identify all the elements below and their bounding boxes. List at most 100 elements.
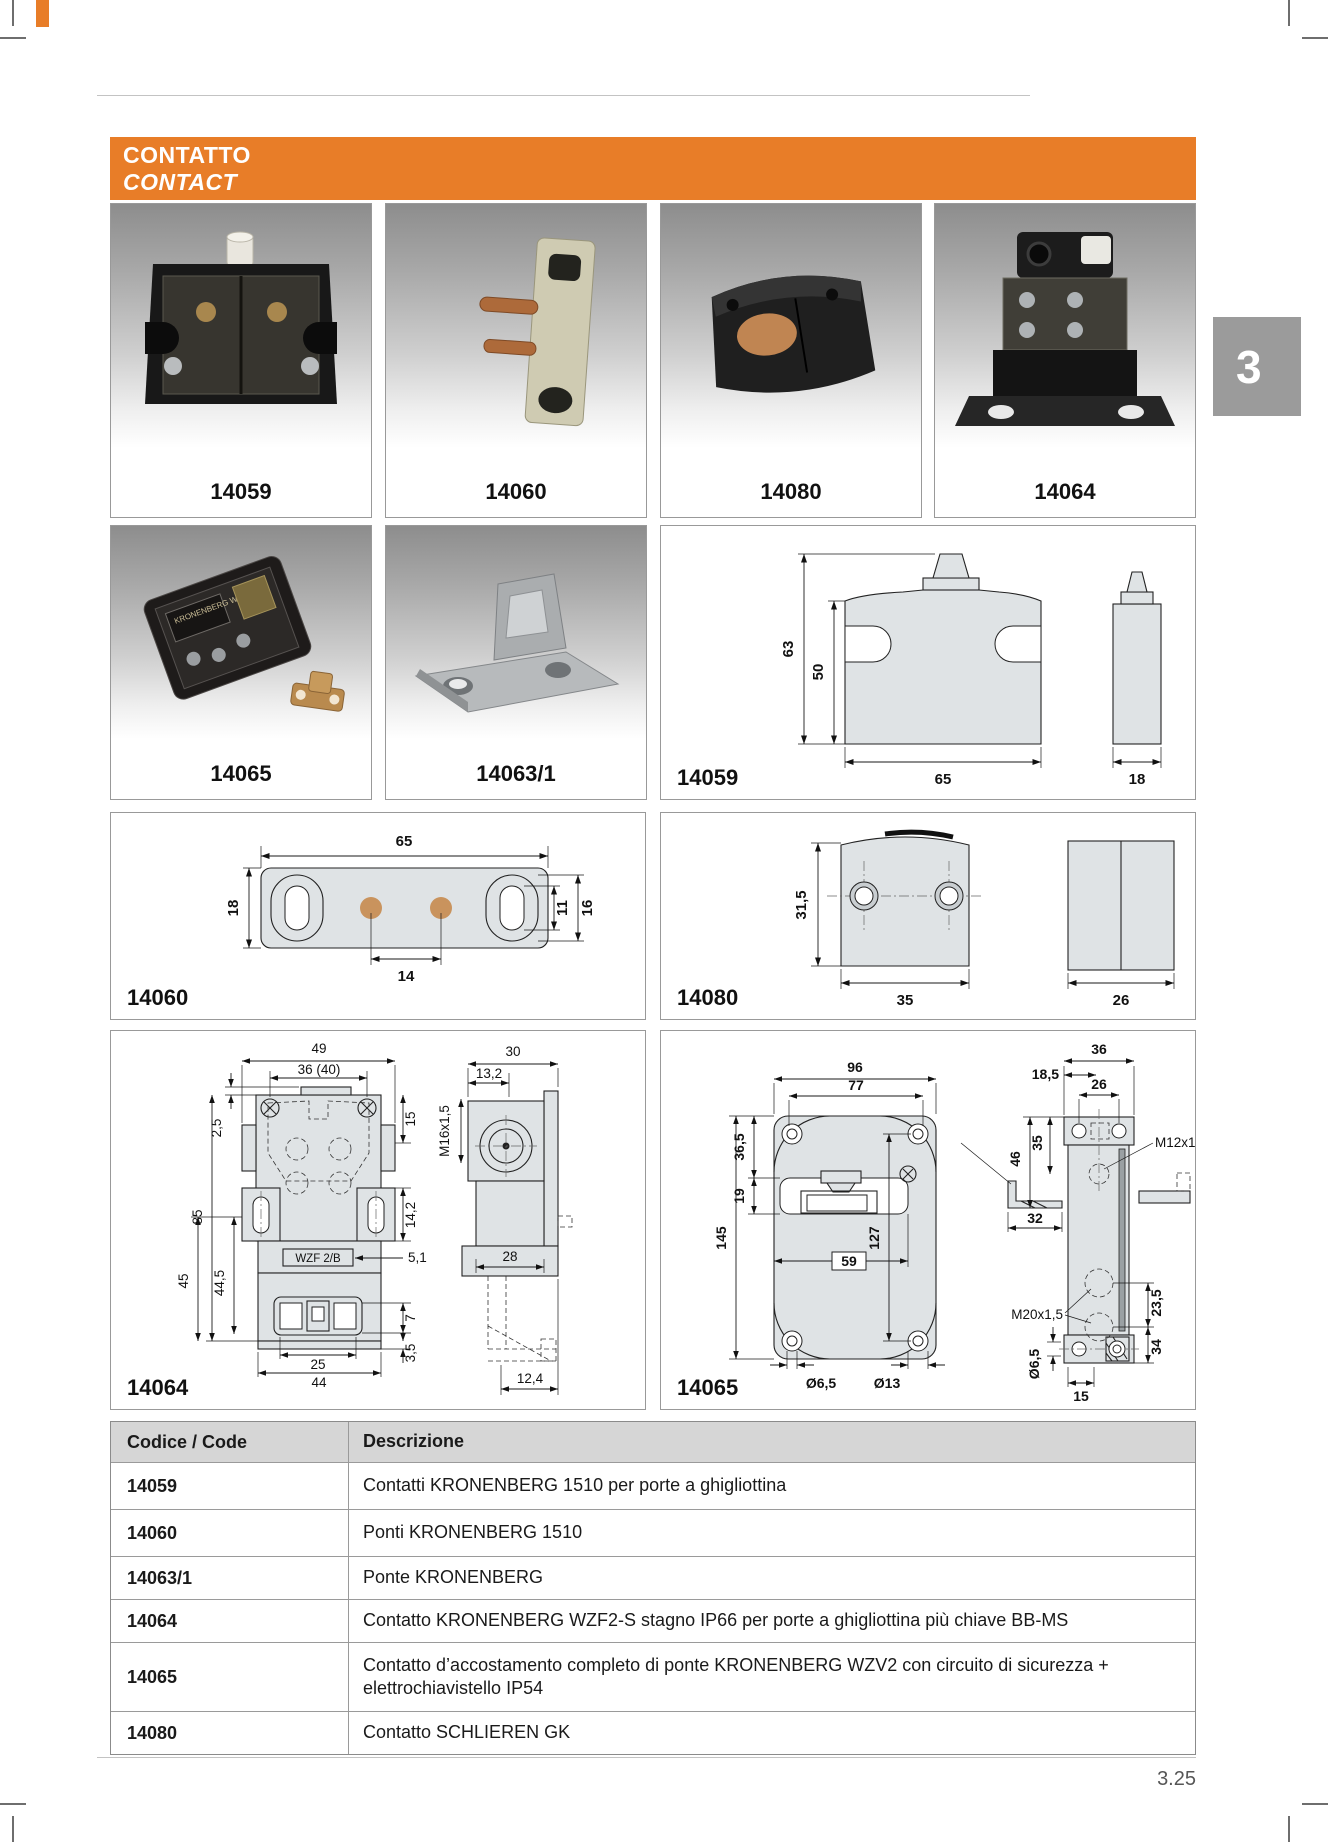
chapter-number: 3 (1236, 340, 1262, 393)
dim-label: 46 (1007, 1151, 1023, 1167)
dim-label: 45 (176, 1273, 191, 1288)
crop-mark (1302, 37, 1328, 39)
dim-label: 5,1 (408, 1250, 427, 1265)
dim-label: 50 (810, 664, 827, 681)
dim-label: 19 (731, 1188, 747, 1204)
drawing-caption: 14060 (127, 985, 189, 1010)
dim-label: 25 (310, 1357, 325, 1372)
crop-mark (12, 0, 14, 26)
dim-label: M20x1,5 (1011, 1307, 1063, 1322)
part-label: WZF 2/B (295, 1253, 341, 1265)
product-photo-14064 (955, 232, 1175, 426)
section-title-it: CONTATTO (123, 142, 251, 168)
product-photo-14060 (479, 237, 596, 427)
dim-label: 30 (505, 1044, 520, 1059)
product-description: Contatto d’accostamento completo di pont… (363, 1654, 1109, 1698)
dim-label: 31,5 (793, 890, 810, 919)
dim-label: 36,5 (731, 1133, 747, 1160)
dim-label: 11 (554, 900, 571, 916)
top-rule (97, 95, 1030, 96)
product-code: 14064 (111, 1600, 349, 1642)
drawing-caption: 14064 (127, 1375, 189, 1400)
dim-label: Ø6,5 (1026, 1349, 1042, 1380)
dim-label: 26 (1113, 992, 1130, 1009)
dim-label: 3,5 (403, 1344, 418, 1363)
photo-cell-14080: 14080 (660, 203, 922, 518)
table-row: 14065 Contatto d’accostamento completo d… (111, 1642, 1195, 1711)
dim-label: 18 (1129, 771, 1146, 788)
drawing-caption: 14065 (677, 1375, 739, 1400)
drawing-caption: 14059 (677, 765, 739, 790)
product-photo-14059 (145, 231, 337, 404)
column-header-code: Codice / Code (111, 1422, 349, 1462)
dim-label: 65 (396, 833, 413, 850)
dim-label: 77 (848, 1077, 864, 1093)
photo-caption: 14080 (760, 479, 822, 504)
dim-label: 28 (502, 1249, 517, 1264)
product-photo-14063-1 (414, 573, 620, 713)
product-photo-14080 (711, 275, 876, 393)
technical-drawing-14059: 63 50 65 18 (780, 553, 1162, 788)
table-row: 14064 Contatto KRONENBERG WZF2-S stagno … (111, 1599, 1195, 1642)
product-description: Ponti KRONENBERG 1510 (363, 1522, 583, 1543)
product-description: Contatto KRONENBERG WZF2-S stagno IP66 p… (363, 1610, 1069, 1631)
crop-mark (0, 37, 26, 39)
photo-cell-14059: 14059 (110, 203, 372, 518)
drawing-cell-14080: 31,5 35 26 14080 (660, 812, 1196, 1020)
photo-cell-14064: 14064 (934, 203, 1196, 518)
section-header: CONTATTO CONTACT (110, 137, 1196, 200)
photo-cell-14060: 14060 (385, 203, 647, 518)
dim-label: M16x1,5 (437, 1105, 452, 1157)
dim-label: M12x1,5 (1155, 1135, 1195, 1150)
dim-label: 35 (1029, 1135, 1045, 1151)
table-row: 14059 Contatti KRONENBERG 1510 per porte… (111, 1462, 1195, 1509)
product-code: 14063/1 (111, 1557, 349, 1599)
dim-label: 34 (1148, 1339, 1164, 1355)
page-number: 3.25 (1157, 1768, 1196, 1790)
photo-caption: 14059 (210, 479, 272, 504)
table-row: 14060 Ponti KRONENBERG 1510 (111, 1509, 1195, 1556)
drawing-cell-14064: WZF 2/B 49 36 (40) 2,5 85 45 44,5 (110, 1030, 646, 1410)
dim-label: 16 (579, 900, 596, 917)
product-code: 14060 (111, 1510, 349, 1556)
dim-label: Ø6,5 (806, 1375, 837, 1391)
dim-label: 23,5 (1148, 1289, 1164, 1316)
dim-label: 7 (403, 1314, 418, 1322)
dim-label: 32 (1027, 1210, 1043, 1226)
table-header-row: Codice / Code Descrizione (111, 1422, 1195, 1462)
crop-mark (1302, 1803, 1328, 1805)
drawing-caption: 14080 (677, 985, 739, 1010)
photo-cell-14063-1: 14063/1 (385, 525, 647, 800)
dim-label: 65 (935, 771, 952, 788)
dim-label: 59 (841, 1253, 857, 1269)
dim-label: 49 (311, 1041, 326, 1056)
product-photo-14065: KRONENBERG WZV2 (143, 555, 345, 712)
drawing-cell-14065: 96 77 36,5 19 145 127 59 Ø6,5 Ø13 (660, 1030, 1196, 1410)
dim-label: Ø13 (874, 1375, 901, 1391)
dim-label: 26 (1091, 1076, 1107, 1092)
drawing-cell-14060: 65 18 14 16 11 14060 (110, 812, 646, 1020)
crop-mark (1288, 1816, 1290, 1842)
dim-label: 18 (225, 900, 242, 917)
table-row: 14080 Contatto SCHLIEREN GK (111, 1711, 1195, 1754)
dim-label: 36 (1091, 1041, 1107, 1057)
product-table: Codice / Code Descrizione 14059 Contatti… (110, 1421, 1196, 1755)
photo-caption: 14064 (1034, 479, 1096, 504)
registration-bar (36, 0, 49, 27)
dim-label: 15 (1073, 1388, 1089, 1404)
bottom-rule (97, 1757, 1196, 1758)
product-code: 14080 (111, 1712, 349, 1754)
product-description: Ponte KRONENBERG (363, 1567, 544, 1588)
column-header-description: Descrizione (363, 1431, 465, 1452)
technical-drawing-14065: 96 77 36,5 19 145 127 59 Ø6,5 Ø13 (713, 1041, 1195, 1404)
dim-label: 12,4 (517, 1371, 544, 1386)
crop-mark (12, 1816, 14, 1842)
dim-label: 18,5 (1032, 1066, 1059, 1082)
technical-drawing-14080: 31,5 35 26 (793, 829, 1175, 1009)
product-code: 14065 (111, 1643, 349, 1711)
dim-label: 13,2 (476, 1066, 502, 1081)
photo-caption: 14065 (210, 761, 272, 786)
product-code: 14059 (111, 1463, 349, 1509)
product-description: Contatto SCHLIEREN GK (363, 1722, 571, 1743)
